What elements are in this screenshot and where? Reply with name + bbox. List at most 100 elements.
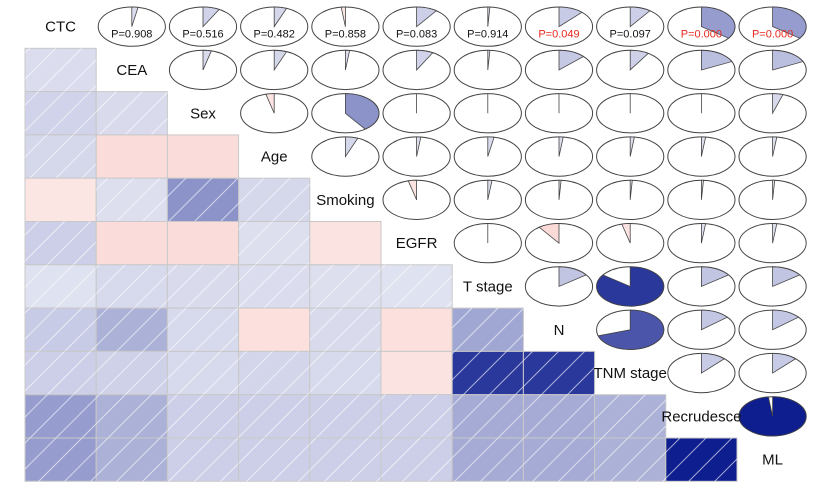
label-ml: ML — [762, 452, 783, 469]
pie-cell-sex-age-slice — [265, 93, 275, 114]
pie-cell-smoking-egfr-slice — [407, 179, 417, 201]
pie-cell-age-tnm-stage-slice — [629, 136, 635, 157]
shade-cell-recrudesce-n-hatch — [523, 394, 595, 438]
pie-cell-ctc-recrudesce-slice — [701, 6, 736, 39]
shade-cell-ml-t-stage-hatch — [452, 438, 524, 482]
label-cea: CEA — [116, 62, 147, 79]
pie-cell-smoking-ml-slice — [772, 179, 776, 200]
shade-cell-t-stage-age-hatch — [238, 264, 310, 309]
label-ctc: CTC — [45, 19, 76, 36]
p-value-ml: P=0.000 — [752, 29, 793, 41]
pie-cell-cea-egfr-slice — [416, 49, 434, 71]
pie-cell-recrudesce-ml-slice — [738, 396, 807, 437]
pie-cell-age-t-stage-slice — [487, 136, 495, 157]
pie-cell-cea-tnm-stage-slice — [629, 49, 649, 71]
shade-cell-ml-tnm-stage-hatch — [594, 438, 666, 482]
shade-cell-cea-ctc-hatch — [25, 48, 97, 92]
shade-cell-recrudesce-cea-hatch — [96, 394, 168, 438]
shade-cell-egfr-cea — [95, 221, 168, 266]
label-age: Age — [261, 149, 288, 166]
shade-cell-n-cea-hatch — [96, 308, 168, 352]
shade-cell-t-stage-egfr-hatch — [381, 264, 453, 309]
shade-cell-t-stage-cea-hatch — [96, 264, 168, 309]
shade-cell-tnm-stage-t-stage-hatch — [452, 351, 524, 395]
pie-cell-age-recrudesce-slice — [701, 136, 707, 157]
p-value-egfr: P=0.083 — [396, 29, 437, 41]
shade-cell-sex-ctc-hatch — [25, 91, 97, 135]
pie-cell-age-egfr-slice — [416, 136, 422, 157]
shade-cell-t-stage-ctc-hatch — [25, 264, 97, 309]
shade-cell-age-ctc-hatch — [25, 134, 97, 179]
pie-cell-smoking-t-stage-slice — [487, 179, 493, 200]
shade-cell-n-sex-hatch — [167, 308, 239, 352]
pie-cell-t-stage-tnm-stage-slice — [596, 266, 665, 307]
shade-cell-egfr-ctc-hatch — [25, 221, 97, 265]
shade-cell-recrudesce-sex-hatch — [167, 394, 239, 438]
shade-cell-t-stage-sex-hatch — [167, 264, 239, 309]
shade-cell-ml-age-hatch — [238, 438, 310, 482]
shade-cell-recrudesce-egfr-hatch — [381, 394, 453, 438]
pie-cell-egfr-ml-slice — [772, 223, 778, 244]
lower-triangle-shade-cells — [24, 47, 738, 482]
p-value-cea: P=0.908 — [111, 29, 152, 41]
shade-cell-ml-smoking-hatch — [309, 438, 381, 482]
pie-cell-egfr-tnm-stage-slice — [621, 223, 631, 244]
shade-cell-age-sex — [166, 134, 240, 179]
shade-cell-smoking-cea-hatch — [96, 178, 168, 222]
pie-cell-ctc-tnm-stage-slice — [629, 6, 651, 28]
pie-cell-ctc-sex-slice — [202, 6, 220, 28]
label-recrudesce: Recrudesce — [661, 408, 741, 425]
pie-cell-cea-n-slice — [558, 49, 585, 71]
pie-cell-t-stage-ml-slice — [772, 266, 801, 288]
pie-cell-egfr-n-slice — [538, 223, 560, 244]
pie-cell-sex-ml-slice — [772, 93, 784, 115]
pie-cell-cea-sex-slice — [202, 49, 212, 71]
shade-cell-tnm-stage-ctc-hatch — [25, 351, 97, 395]
shade-cell-age-cea — [95, 134, 168, 179]
pie-cell-age-smoking-slice — [345, 136, 359, 158]
pie-cell-sex-smoking-slice — [345, 93, 380, 130]
shade-cell-tnm-stage-age-hatch — [238, 351, 310, 395]
shade-cell-ml-cea-hatch — [96, 438, 168, 482]
p-value-recrudesce: P=0.000 — [681, 29, 722, 41]
shade-cell-smoking-age-hatch — [238, 178, 310, 222]
pie-cell-age-ml-slice — [772, 136, 778, 157]
upper-triangle-pie-cells — [97, 6, 807, 437]
pie-cell-t-stage-n-slice — [558, 266, 587, 288]
label-egfr: EGFR — [396, 235, 438, 252]
shade-cell-smoking-ctc — [24, 177, 97, 222]
shade-cell-recrudesce-age-hatch — [238, 394, 310, 438]
shade-cell-tnm-stage-smoking-hatch — [309, 351, 381, 395]
shade-cell-n-ctc-hatch — [25, 308, 97, 352]
pie-cell-n-tnm-stage-slice — [597, 309, 665, 350]
p-value-n: P=0.049 — [538, 29, 579, 41]
shade-cell-recrudesce-smoking-hatch — [309, 394, 381, 438]
shade-cell-ml-n-hatch — [523, 438, 595, 482]
pie-cell-n-ml-slice — [772, 309, 800, 331]
shade-cell-recrudesce-ctc-hatch — [25, 394, 97, 438]
shade-cell-ml-sex-hatch — [167, 438, 239, 482]
pie-cell-tnm-stage-ml-slice — [772, 352, 797, 374]
shade-cell-tnm-stage-cea-hatch — [96, 351, 168, 395]
shade-cell-n-t-stage-hatch — [452, 308, 524, 352]
pie-cell-cea-t-stage-slice — [487, 49, 491, 70]
label-sex: Sex — [190, 105, 216, 122]
p-value-tnm-stage: P=0.097 — [610, 29, 651, 41]
pie-cell-cea-recrudesce-slice — [701, 49, 733, 71]
pie-cell-ctc-age-slice — [273, 6, 288, 28]
label-tnm-stage: TNM stage — [594, 365, 667, 382]
pie-cell-ctc-cea-slice — [131, 6, 139, 27]
p-value-t-stage: P=0.914 — [467, 29, 508, 41]
p-value-smoking: P=0.858 — [325, 29, 366, 41]
p-value-sex: P=0.516 — [182, 29, 223, 41]
shade-cell-egfr-sex — [166, 221, 240, 266]
pie-cell-ctc-egfr-slice — [416, 6, 438, 28]
shade-cell-ml-recrudesce-hatch — [665, 438, 737, 482]
shade-cell-ml-ctc-hatch — [25, 438, 97, 482]
pie-cell-n-recrudesce-slice — [701, 309, 729, 331]
label-n: N — [554, 322, 565, 339]
pie-cell-smoking-tnm-stage-slice — [629, 179, 633, 200]
shade-cell-recrudesce-t-stage-hatch — [452, 394, 524, 438]
